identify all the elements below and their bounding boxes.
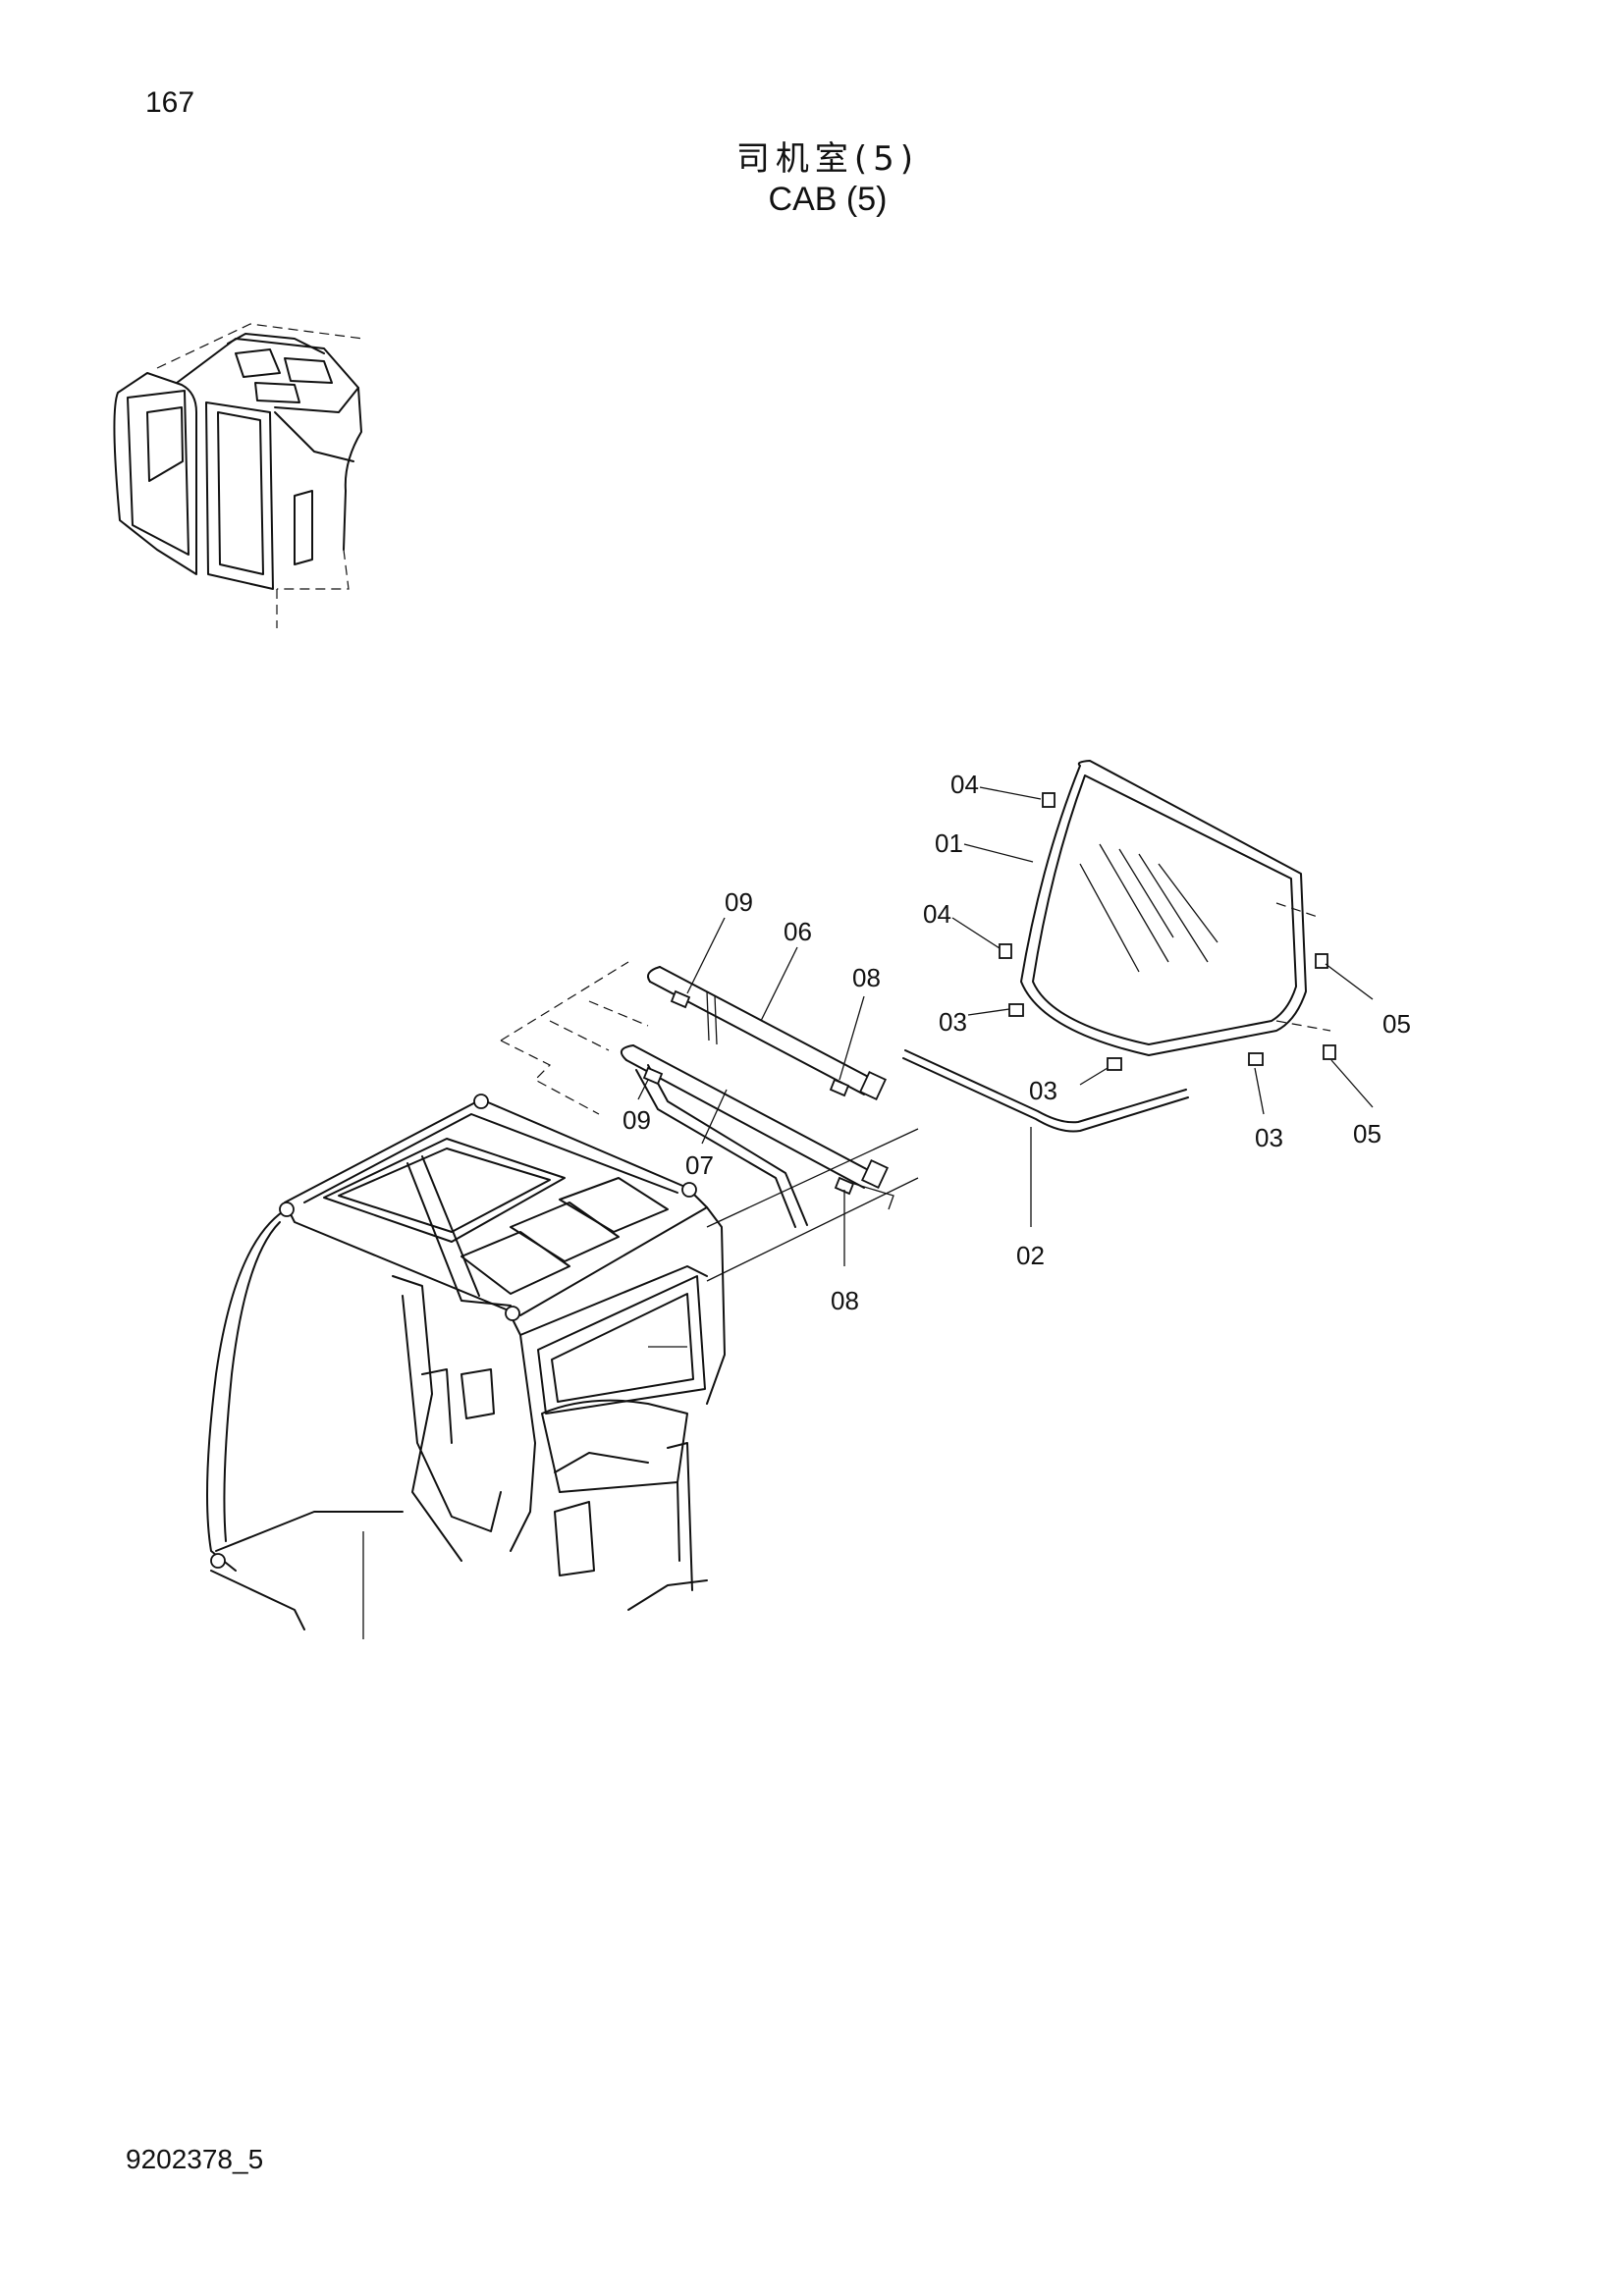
callout-08-top: 08 [852,963,881,992]
callout-03-bottom: 03 [1255,1123,1283,1152]
callout-04-top: 04 [950,770,979,799]
page-title-chinese: 司机室(5) [735,139,920,179]
callout-01: 01 [935,828,963,858]
rail-parts-illustration [620,966,894,1228]
page-number: 167 [145,86,195,119]
locator-cab-illustration [113,323,364,628]
document-code: 9202378_5 [126,2144,264,2174]
callout-09-bottom: 09 [623,1105,651,1135]
leader-lines [637,786,1374,1266]
callout-09-top: 09 [725,887,753,917]
page-title-english: CAB (5) [768,181,888,218]
callout-05-bottom: 05 [1353,1119,1381,1148]
callout-05-right: 05 [1382,1009,1411,1039]
callout-labels: 04 01 04 03 03 03 05 05 02 09 06 08 09 0… [623,770,1411,1315]
callout-03-left: 03 [939,1007,967,1037]
callout-02: 02 [1016,1241,1045,1270]
callout-04-left: 04 [923,899,951,929]
callout-08-bottom: 08 [831,1286,859,1315]
glass-window-illustration [999,760,1336,1071]
cab-frame-illustration [206,961,919,1639]
callout-06: 06 [784,917,812,946]
callout-03-mid: 03 [1029,1076,1057,1105]
seal-strip-illustration [902,1049,1189,1133]
callout-07: 07 [685,1150,714,1180]
